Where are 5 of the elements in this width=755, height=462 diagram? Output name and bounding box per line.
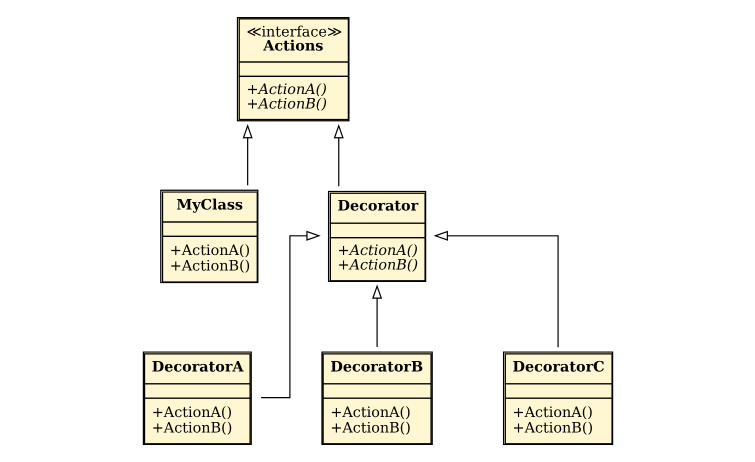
arrow xyxy=(372,284,382,347)
arrow xyxy=(242,124,252,186)
arrow xyxy=(333,124,344,186)
arrow xyxy=(260,230,320,398)
arrow xyxy=(433,230,558,348)
